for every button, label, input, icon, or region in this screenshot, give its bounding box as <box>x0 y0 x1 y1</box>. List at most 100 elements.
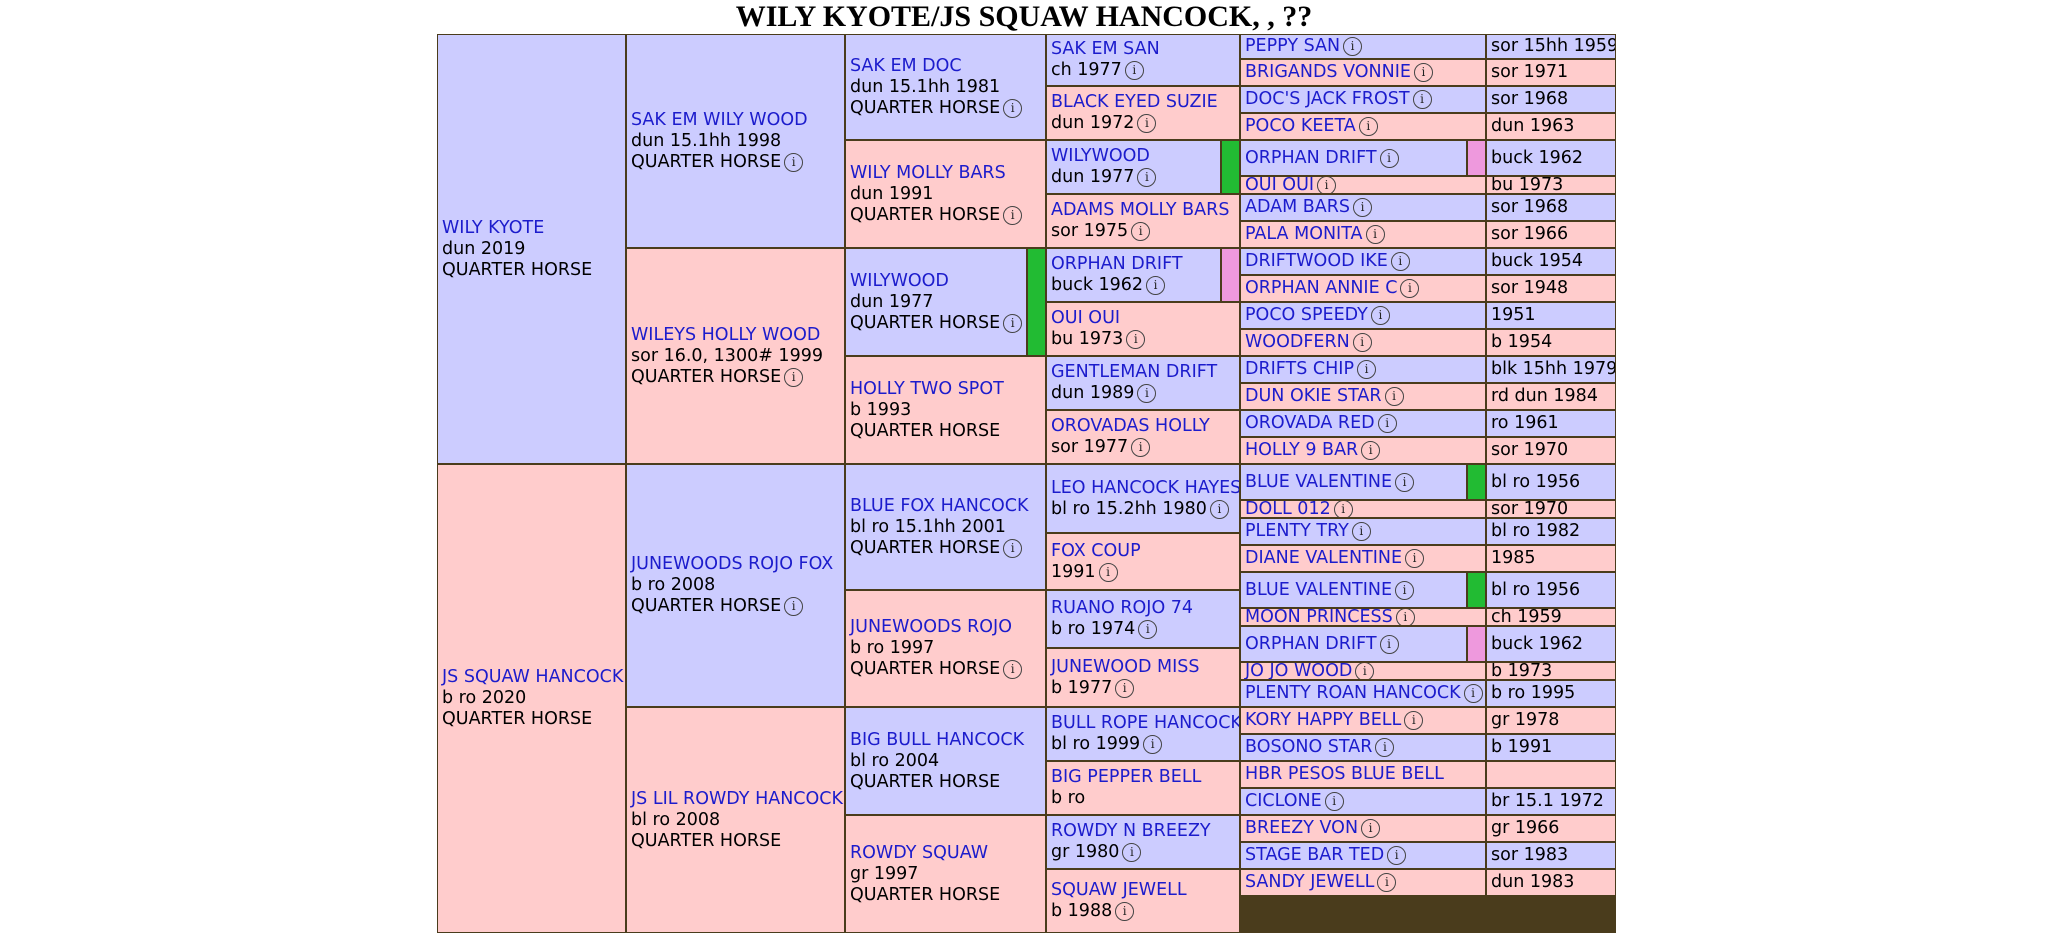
horse-name-link[interactable]: ROWDY N BREEZY <box>1051 821 1235 842</box>
horse-name-link[interactable]: JUNEWOOD MISS <box>1051 657 1235 678</box>
horse-name-link[interactable]: WILYWOOD <box>850 271 1022 292</box>
horse-name-link[interactable]: WILY KYOTE <box>442 218 621 239</box>
info-icon[interactable]: i <box>1353 198 1373 217</box>
horse-name[interactable]: SAK EM SAN <box>1051 39 1160 59</box>
horse-name-link[interactable]: ORPHAN DRIFT <box>1051 254 1216 275</box>
horse-name[interactable]: BLACK EYED SUZIE <box>1051 92 1218 112</box>
horse-name[interactable]: JUNEWOODS ROJO FOX <box>631 554 834 574</box>
horse-name[interactable]: ORPHAN DRIFT <box>1051 254 1183 274</box>
horse-name-link[interactable]: JUNEWOODS ROJO FOX <box>631 554 840 575</box>
horse-name[interactable]: CICLONE <box>1245 791 1322 811</box>
horse-name[interactable]: GENTLEMAN DRIFT <box>1051 362 1218 382</box>
horse-name[interactable]: BREEZY VON <box>1245 818 1359 838</box>
horse-name-link[interactable]: FOX COUP <box>1051 541 1235 562</box>
info-icon[interactable]: i <box>1003 313 1023 333</box>
horse-name-link[interactable]: WILYWOOD <box>1051 146 1216 167</box>
info-icon[interactable]: i <box>1137 384 1157 403</box>
info-icon[interactable]: i <box>1003 660 1023 679</box>
horse-name[interactable]: POCO KEETA <box>1245 116 1356 136</box>
horse-name[interactable]: ROWDY N BREEZY <box>1051 821 1211 841</box>
info-icon[interactable]: i <box>1146 276 1166 295</box>
info-icon[interactable]: i <box>1137 168 1157 187</box>
info-icon[interactable]: i <box>1365 225 1385 244</box>
horse-name-link[interactable]: JUNEWOODS ROJO <box>850 617 1041 638</box>
horse-name[interactable]: WILY MOLLY BARS <box>850 162 1006 183</box>
info-icon[interactable]: i <box>1395 472 1415 492</box>
horse-name-link[interactable]: WILY MOLLY BARS <box>850 163 1041 184</box>
info-icon[interactable]: i <box>1115 678 1135 698</box>
horse-name[interactable]: ORPHAN DRIFT <box>1245 633 1377 654</box>
info-icon[interactable]: i <box>1463 684 1483 703</box>
info-icon[interactable]: i <box>1003 205 1023 225</box>
horse-name-link[interactable]: WILEYS HOLLY WOOD <box>631 325 840 346</box>
info-icon[interactable]: i <box>1375 738 1395 757</box>
info-icon[interactable]: i <box>1355 663 1375 679</box>
horse-name[interactable]: BULL ROPE HANCOCK <box>1051 713 1240 733</box>
horse-name[interactable]: WOODFERN <box>1245 332 1350 352</box>
horse-name[interactable]: BLUE VALENTINE <box>1245 471 1393 492</box>
horse-name-link[interactable]: HOLLY TWO SPOT <box>850 379 1041 400</box>
info-icon[interactable]: i <box>1003 538 1023 558</box>
info-icon[interactable]: i <box>1379 634 1399 654</box>
horse-name-link[interactable]: RUANO ROJO 74 <box>1051 598 1235 619</box>
horse-name[interactable]: ROWDY SQUAW <box>850 842 989 863</box>
horse-name[interactable]: BRIGANDS VONNIE <box>1245 62 1411 82</box>
horse-name-link[interactable]: JS LIL ROWDY HANCOCK <box>631 788 843 810</box>
info-icon[interactable]: i <box>1126 330 1146 349</box>
horse-name-link[interactable]: LEO HANCOCK HAYES <box>1051 478 1239 499</box>
info-icon[interactable]: i <box>1358 117 1378 136</box>
horse-name[interactable]: PALA MONITA <box>1245 224 1363 244</box>
info-icon[interactable]: i <box>1357 360 1377 379</box>
info-icon[interactable]: i <box>1400 279 1420 298</box>
horse-name-link[interactable]: HBR PESOS BLUE BELL <box>1245 764 1481 785</box>
horse-name[interactable]: DIANE VALENTINE <box>1245 548 1403 568</box>
info-icon[interactable]: i <box>784 597 804 616</box>
horse-name[interactable]: WILY KYOTE <box>442 217 545 238</box>
info-icon[interactable]: i <box>1361 441 1381 460</box>
info-icon[interactable]: i <box>1395 580 1415 600</box>
horse-name[interactable]: OUI OUI <box>1051 308 1121 328</box>
info-icon[interactable]: i <box>1351 522 1371 541</box>
horse-name[interactable]: BOSONO STAR <box>1245 737 1373 757</box>
horse-name[interactable]: DOLL 012 <box>1245 500 1331 518</box>
horse-name[interactable]: SQUAW JEWELL <box>1051 880 1187 900</box>
info-icon[interactable]: i <box>1343 37 1363 56</box>
horse-name-link[interactable]: SQUAW JEWELL <box>1051 880 1235 901</box>
horse-name[interactable]: JS SQUAW HANCOCK <box>442 667 624 687</box>
horse-name[interactable]: SAK EM DOC <box>850 55 962 76</box>
info-icon[interactable]: i <box>1137 114 1157 133</box>
info-icon[interactable]: i <box>1390 252 1410 271</box>
horse-name[interactable]: DUN OKIE STAR <box>1245 386 1382 406</box>
info-icon[interactable]: i <box>1209 499 1229 519</box>
info-icon[interactable]: i <box>784 152 804 172</box>
horse-name[interactable]: OROVADAS HOLLY <box>1051 416 1210 436</box>
horse-name[interactable]: WILEYS HOLLY WOOD <box>631 324 821 345</box>
horse-name-link[interactable]: ROWDY SQUAW <box>850 843 1041 864</box>
info-icon[interactable]: i <box>1324 792 1344 811</box>
horse-name-link[interactable]: BLACK EYED SUZIE <box>1051 92 1235 113</box>
horse-name[interactable]: JO JO WOOD <box>1245 662 1353 680</box>
horse-name-link[interactable]: BIG BULL HANCOCK <box>850 730 1041 751</box>
horse-name[interactable]: MOON PRINCESS <box>1245 608 1393 626</box>
info-icon[interactable]: i <box>1377 414 1397 433</box>
info-icon[interactable]: i <box>1098 562 1118 582</box>
info-icon[interactable]: i <box>1395 609 1415 625</box>
info-icon[interactable]: i <box>1412 90 1432 109</box>
horse-name[interactable]: JS LIL ROWDY HANCOCK <box>631 788 843 809</box>
horse-name[interactable]: SANDY JEWELL <box>1245 872 1375 892</box>
horse-name[interactable]: ADAMS MOLLY BARS <box>1051 200 1230 220</box>
